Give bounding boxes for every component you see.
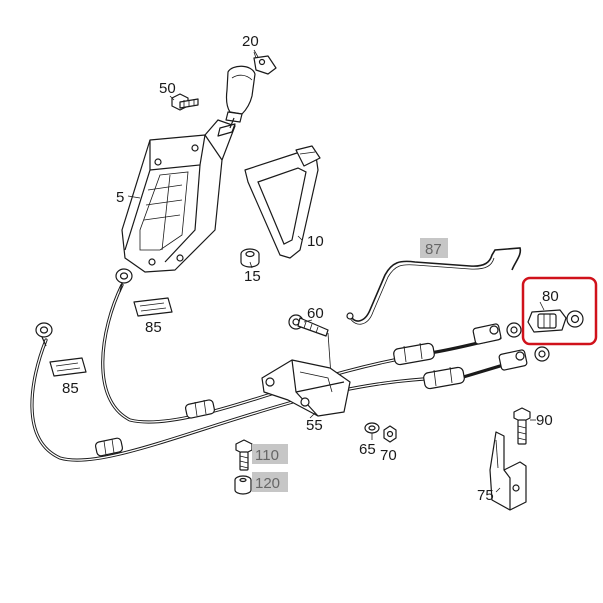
label-85-upper: 85 [145, 319, 162, 336]
leader-lines [127, 49, 545, 493]
label-5: 5 [116, 189, 124, 206]
label-87-bg [420, 238, 448, 258]
label-90: 90 [536, 412, 553, 429]
bolt-90 [513, 407, 531, 445]
cable-sleeve-4 [423, 366, 465, 390]
label-50: 50 [159, 80, 176, 97]
label-120-bg [252, 472, 288, 492]
cable-end-fitting-lower [498, 346, 550, 371]
clip-20 [253, 51, 277, 75]
boot-frame [244, 145, 321, 259]
cable-sleeve-2 [184, 399, 216, 419]
label-110-bg [252, 444, 288, 464]
label-10: 10 [307, 233, 324, 250]
cable-sleeve-1 [94, 437, 124, 457]
clip-85-upper [133, 297, 173, 317]
shifter-housing [121, 119, 236, 273]
nut-70 [383, 425, 397, 443]
label-75: 75 [477, 487, 494, 504]
cable-end-fitting-upper [472, 322, 522, 345]
highlight-box-80 [521, 276, 598, 346]
bushing-15 [240, 248, 260, 268]
label-15: 15 [244, 268, 261, 285]
label-20: 20 [242, 33, 259, 50]
clip-85-lower [49, 357, 87, 377]
bolt-110 [235, 439, 253, 471]
cable-end-eye-left [35, 322, 53, 347]
spacer-120 [234, 475, 252, 495]
label-55: 55 [306, 417, 323, 434]
label-120: 120 [255, 475, 280, 492]
bracket-75 [489, 431, 527, 511]
label-80: 80 [542, 288, 559, 305]
shift-lever [217, 65, 256, 137]
bracket-80 [527, 309, 584, 333]
label-65: 65 [359, 441, 376, 458]
label-60: 60 [307, 305, 324, 322]
label-70: 70 [380, 447, 397, 464]
washer-65 [364, 422, 380, 434]
mounting-bracket-55 [261, 359, 351, 417]
label-87: 87 [425, 241, 442, 258]
bolt-50 [171, 93, 199, 111]
bolt-60 [288, 314, 333, 391]
cable-sleeve-3 [393, 342, 435, 366]
label-85-lower: 85 [62, 380, 79, 397]
cable-end-eye-upper [115, 268, 133, 293]
label-110: 110 [255, 447, 279, 464]
shift-rod-87 [346, 247, 522, 325]
